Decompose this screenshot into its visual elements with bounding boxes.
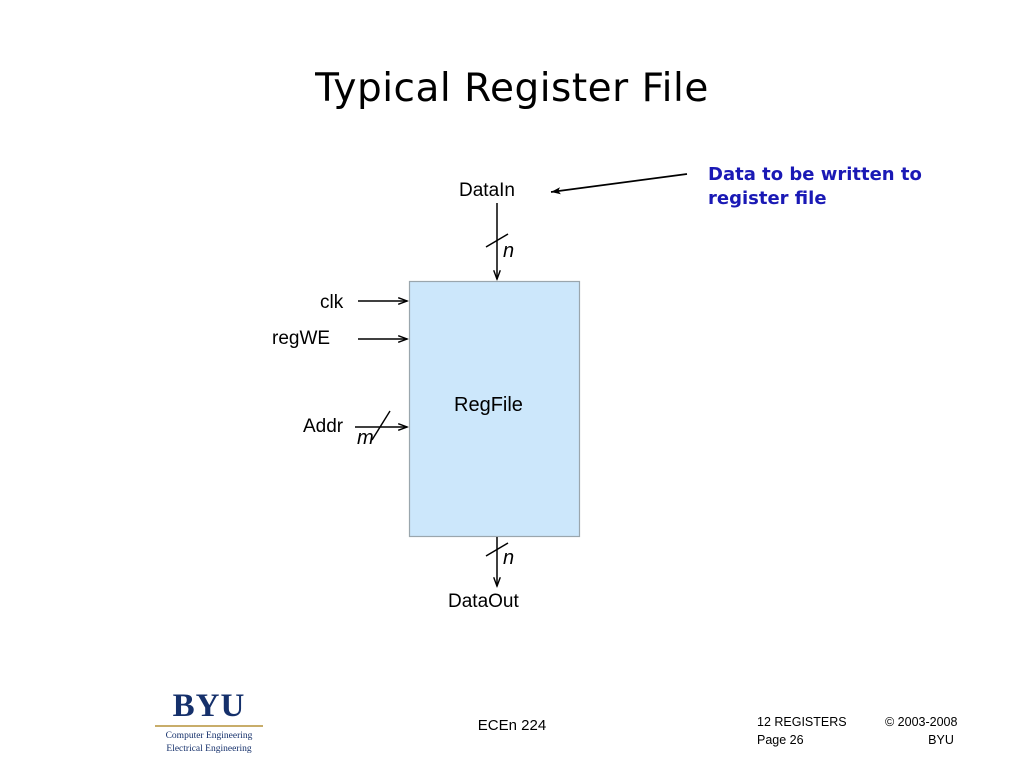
dataout-bus (485, 537, 509, 586)
regfile-block-label: RegFile (454, 394, 523, 416)
byu-wordmark: BYU (172, 688, 246, 724)
footer-org-label: BYU (928, 733, 954, 748)
callout-line-1: Data to be written to (708, 164, 922, 185)
bus-width-datain: n (503, 240, 515, 262)
callout-line-2: register file (708, 187, 827, 209)
port-label-dataout: DataOut (448, 591, 519, 612)
regfile-block (408, 280, 581, 538)
port-label-addr: Addr (303, 416, 344, 437)
callout-annotation: Data to be written to register file (708, 163, 998, 211)
port-label-clk: clk (320, 292, 344, 313)
byu-logo: BYU Computer Engineering Electrical Engi… (155, 688, 263, 755)
footer-course-label: ECEn 224 (477, 717, 547, 734)
footer-page-label: Page 26 (757, 733, 804, 748)
footer-module-label: 12 REGISTERS (757, 715, 847, 729)
footer-copyright-label: © 2003-2008 (885, 715, 958, 729)
byu-dept-line-2: Electrical Engineering (166, 743, 252, 754)
addr-bus (355, 410, 407, 441)
datain-bus (485, 203, 509, 279)
port-label-datain: DataIn (459, 180, 515, 201)
byu-dept-line-1: Computer Engineering (165, 731, 253, 742)
page-title: Typical Register File (315, 66, 709, 111)
port-label-regwe: regWE (272, 328, 331, 349)
bus-width-dataout: n (503, 547, 515, 569)
callout-arrow (550, 173, 688, 195)
byu-logo-divider (155, 725, 263, 728)
footer-meta: 12 REGISTERS © 2003-2008 Page 26 BYU (757, 713, 997, 749)
bus-width-addr: m (357, 427, 374, 449)
